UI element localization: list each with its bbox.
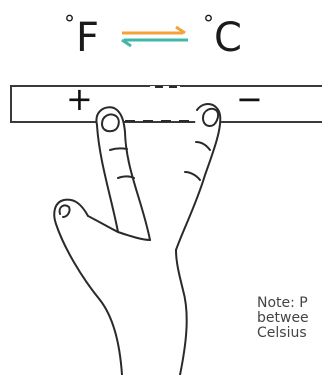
instruction-note: Note: P betwee Celsius	[257, 296, 309, 341]
note-line-3: Celsius	[257, 326, 309, 341]
note-line-2: betwee	[257, 311, 309, 326]
note-line-1: Note: P	[257, 296, 309, 311]
